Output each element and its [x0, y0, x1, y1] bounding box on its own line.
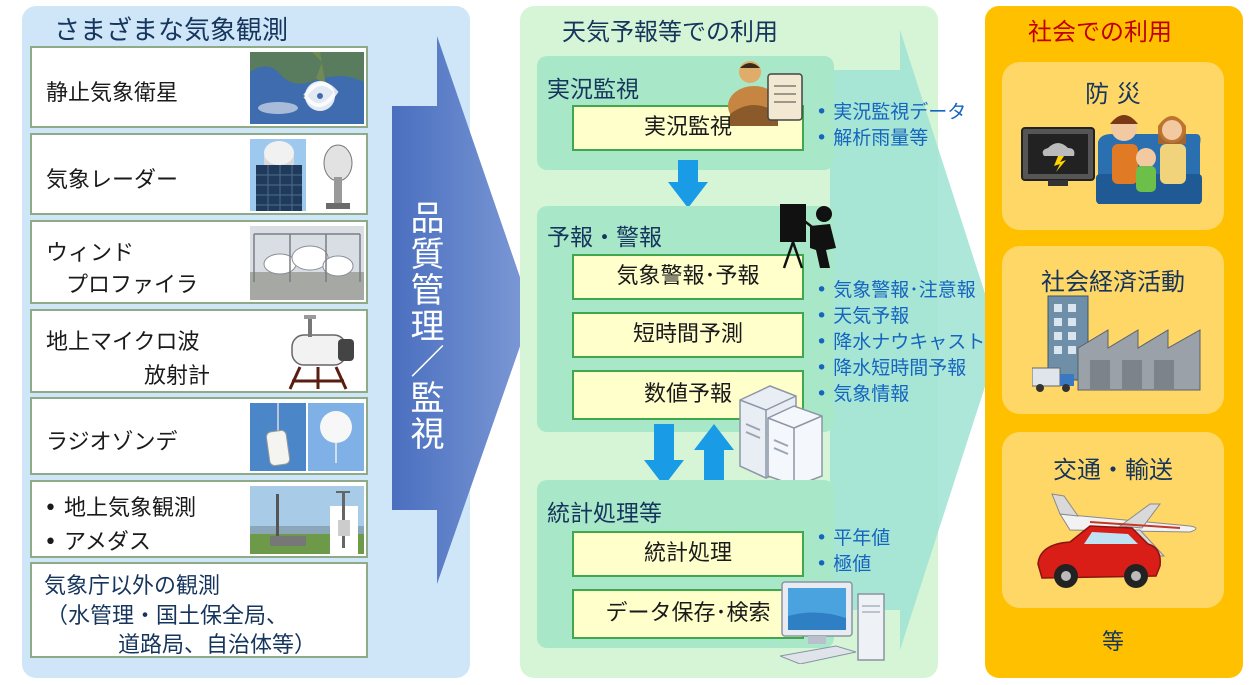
- arrow-down-icon: [668, 160, 708, 208]
- society-panel-title: 社会での利用: [1028, 18, 1172, 46]
- society-item-label: 交通・輸送: [1053, 456, 1173, 484]
- family-tv-icon: [1020, 104, 1202, 214]
- box-monitoring: 実況監視: [572, 105, 804, 151]
- exchange-arrows-icon: [644, 424, 734, 486]
- obs-item-radar: 気象レーダー: [30, 133, 368, 215]
- analyst-icon: [724, 56, 808, 130]
- obs-item-wind-profiler: ウィンド プロファイラ: [30, 220, 368, 304]
- obs-item-satellite: 静止気象衛星: [30, 46, 368, 128]
- section-title: 統計処理等: [547, 501, 662, 527]
- obs-item-microwave-radiometer: 地上マイクロ波 放射計: [30, 309, 368, 393]
- obs-item-external-observations: 気象庁以外の観測 （水管理・国土保全局、 道路局、自治体等）: [30, 562, 368, 658]
- society-etc-label: 等: [1102, 630, 1125, 655]
- observation-panel-title: さまざまな気象観測: [54, 16, 289, 46]
- plane-car-icon: [1030, 486, 1202, 596]
- obs-item-label: （水管理・国土保全局、: [46, 604, 289, 629]
- wind-profiler-image-icon: [250, 226, 364, 300]
- quality-control-arrow: [392, 36, 532, 584]
- obs-item-label: • アメダス: [44, 530, 151, 555]
- bullet-item: • 気象警報･注意報: [816, 279, 976, 301]
- box-short-range-prediction: 短時間予測: [572, 312, 804, 358]
- factory-icon: [1031, 294, 1204, 392]
- society-item-label: 防 災: [1085, 80, 1141, 108]
- bullet-item: • 天気予報: [816, 305, 910, 327]
- obs-item-label: 道路局、自治体等）: [118, 633, 317, 658]
- bullet-item: • 極値: [816, 553, 872, 575]
- obs-item-label: プロファイラ: [66, 273, 199, 298]
- server-icon: [736, 380, 826, 487]
- obs-item-label: ウィンド: [46, 241, 135, 266]
- society-item-label: 社会経済活動: [1041, 268, 1185, 296]
- forecast-panel-title: 天気予報等での利用: [562, 18, 778, 46]
- obs-item-radiosonde: ラジオゾンデ: [30, 397, 368, 475]
- forecast-bullets: • 気象警報･注意報 • 天気予報 • 降水ナウキャスト等 • 降水短時間予報 …: [816, 277, 1004, 407]
- quality-control-label: 品質管理／監視: [404, 200, 444, 452]
- obs-item-label: 地上マイクロ波: [46, 330, 200, 355]
- section-title: 予報・警報: [547, 225, 662, 251]
- box-warnings-forecast: 気象警報･予報: [572, 254, 804, 300]
- obs-item-label: ラジオゾンデ: [46, 430, 178, 455]
- obs-item-label: 静止気象衛星: [46, 81, 179, 106]
- obs-item-surface-observation: • 地上気象観測 • アメダス: [30, 480, 368, 558]
- radiometer-image-icon: [278, 313, 364, 391]
- radiosonde-image-icon: [250, 403, 364, 471]
- monitoring-bullets: • 実況監視データ • 解析雨量等: [816, 99, 966, 151]
- weather-station-image-icon: [250, 486, 364, 554]
- box-statistics: 統計処理: [572, 531, 804, 577]
- computer-icon: [778, 580, 888, 665]
- satellite-image-icon: [250, 52, 364, 124]
- presenter-icon: [780, 200, 840, 270]
- bullet-item: • 解析雨量等: [816, 127, 929, 149]
- flow-arrow-to-society: [830, 30, 1000, 650]
- statistics-bullets: • 平年値 • 極値: [816, 525, 890, 577]
- radar-image-icon: [250, 139, 364, 211]
- obs-item-label: 放射計: [144, 364, 211, 389]
- obs-item-label: 気象レーダー: [46, 168, 179, 193]
- bullet-item: • 気象情報: [816, 383, 910, 405]
- bullet-item: • 実況監視データ: [816, 101, 967, 123]
- box-data-storage: データ保存･検索: [572, 589, 804, 639]
- bullet-item: • 平年値: [816, 527, 891, 549]
- obs-item-label: 気象庁以外の観測: [44, 574, 221, 599]
- section-title: 実況監視: [547, 77, 639, 103]
- bullet-item: • 降水短時間予報: [816, 357, 967, 379]
- obs-item-label: • 地上気象観測: [44, 496, 196, 521]
- bullet-item: • 降水ナウキャスト等: [816, 331, 1005, 353]
